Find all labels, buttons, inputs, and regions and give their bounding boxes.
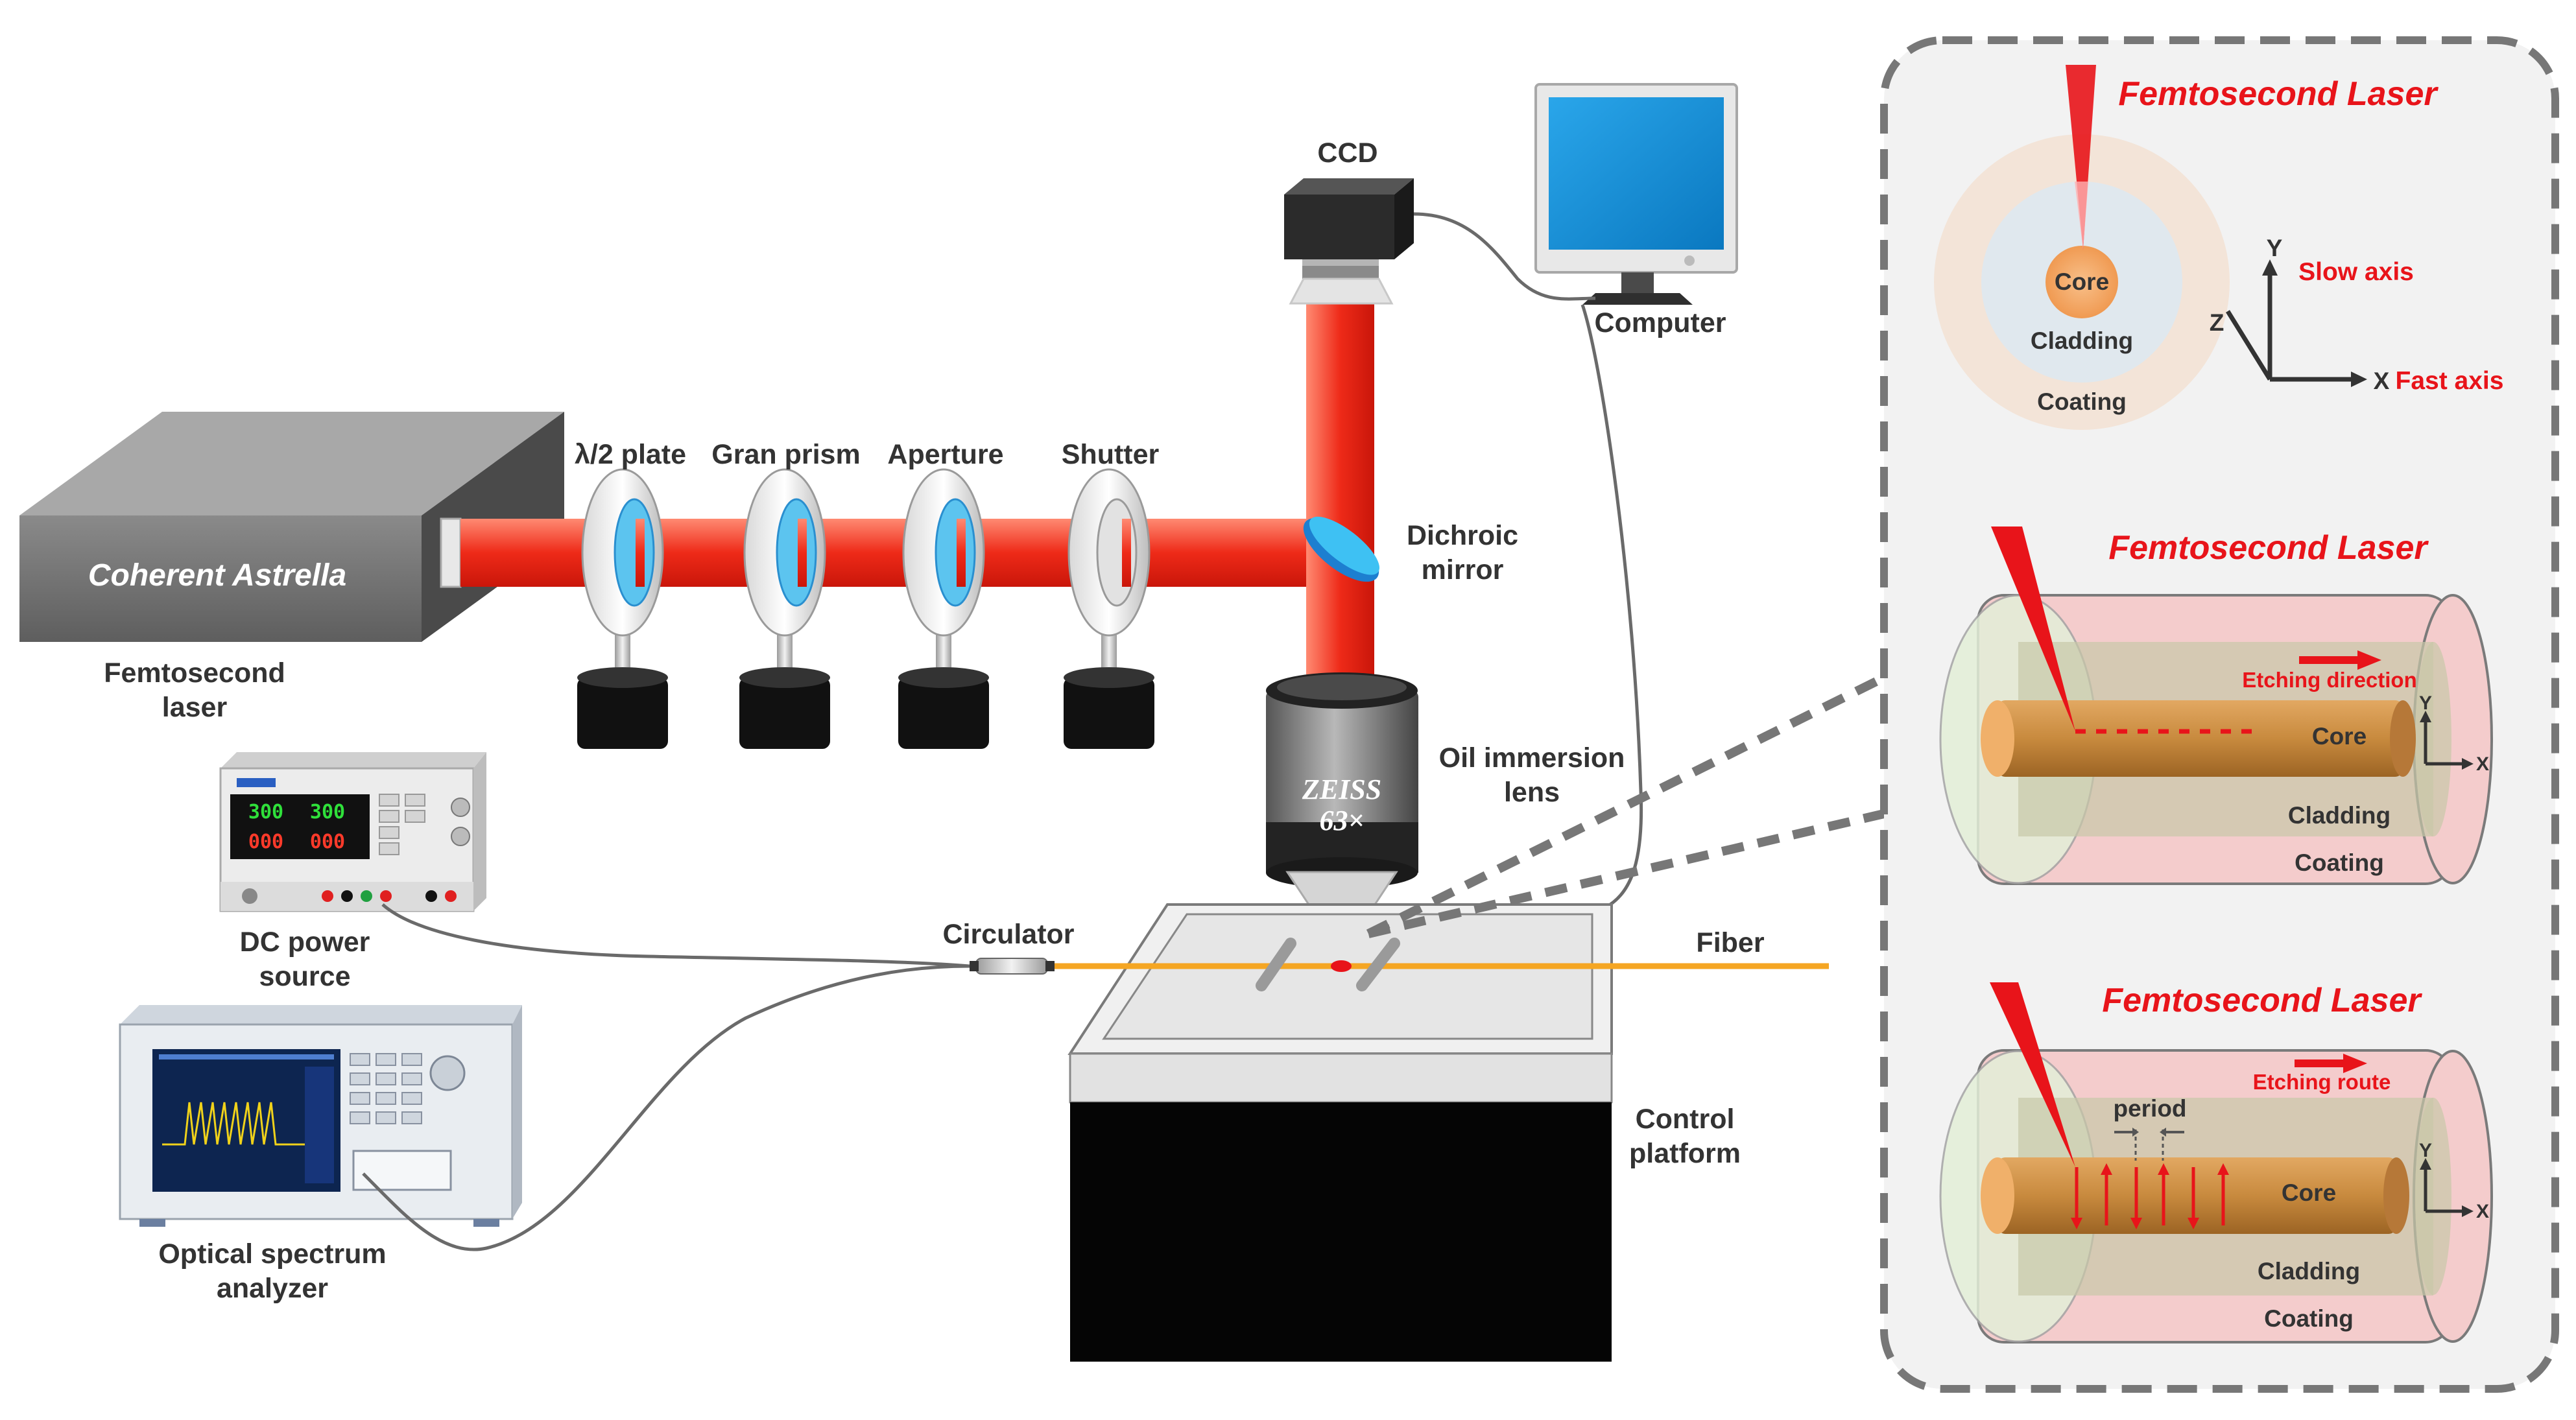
oil-immersion-lens-label-line1: Oil immersion (1439, 742, 1625, 774)
dichroic-mirror (1303, 516, 1379, 582)
periodic-etch-arrows (2071, 1163, 2229, 1229)
coherent-astrella-label: Coherent Astrella (88, 558, 346, 593)
inset-middle-axis-x: X (2476, 753, 2489, 775)
zeiss-objective-lens: ZEISS 63× (1266, 672, 1418, 906)
half-wave-plate-label: λ/2 plate (575, 439, 686, 470)
core-disk (2045, 246, 2118, 318)
dc-display-top-left: 300 (248, 801, 283, 823)
optical-spectrum-analyzer (119, 1005, 522, 1227)
etch-arrow (2158, 1163, 2169, 1225)
femtosecond-laser-label-line1: Femtosecond (104, 657, 285, 689)
vertical-laser-beam (1306, 298, 1374, 707)
femtosecond-laser-label-line2: laser (162, 692, 228, 723)
optical-spectrum-analyzer-label-line1: Optical spectrum (158, 1238, 386, 1270)
callout-dashed-line-upper (1366, 673, 1887, 938)
inset-top-core-label: Core (2055, 268, 2109, 295)
dc-power-source-label-line1: DC power (240, 927, 370, 958)
dichroic-mirror-label-line2: mirror (1422, 554, 1504, 586)
inset-middle-title: Femtosecond Laser (2108, 529, 2429, 567)
circulator-label: Circulator (942, 919, 1074, 950)
zeiss-magnification-text: 63× (1319, 805, 1364, 836)
etch-arrow (2071, 1167, 2082, 1229)
etch-arrow (2130, 1167, 2142, 1229)
core-rod (1998, 700, 2403, 777)
inset-middle-axis-y: Y (2419, 692, 2432, 714)
inset-middle-cladding-label: Cladding (2288, 802, 2391, 829)
inset-middle-core-label: Core (2312, 723, 2367, 750)
half-wave-plate (577, 468, 668, 749)
inset-bottom-core-label: Core (2282, 1179, 2336, 1206)
inset-longitudinal-fiber-line (1939, 527, 2493, 885)
computer-platform-cable (1580, 304, 1643, 910)
dc-power-source: 300 300 000 000 (219, 752, 486, 912)
dc-power-source-label-line2: source (259, 961, 350, 992)
inset-bottom-etching-label: Etching route (2253, 1070, 2391, 1094)
gran-prism (739, 468, 830, 749)
optics-row (577, 468, 1154, 749)
inset-top-coating-label: Coating (2037, 388, 2127, 415)
etch-arrow (2101, 1163, 2112, 1225)
laser-focus-spot (1331, 960, 1352, 972)
circulator (970, 958, 1055, 975)
laser-beam-cone-bottom (1990, 982, 2075, 1167)
shutter-label: Shutter (1062, 439, 1160, 470)
callout-dashed-line-lower (1367, 809, 1885, 938)
inset-cross-section (1934, 65, 2230, 430)
dc-display-top-right: 300 (310, 801, 345, 823)
control-platform-label-line1: Control (1636, 1104, 1735, 1135)
femtosecond-laser-source: Coherent Astrella (19, 412, 564, 642)
laser-beam-cone (2066, 65, 2096, 250)
inset-bottom-title: Femtosecond Laser (2102, 982, 2422, 1019)
ccd-label: CCD (1317, 137, 1377, 169)
inset-bottom-coating-label: Coating (2264, 1305, 2354, 1332)
dichroic-mirror-label-line1: Dichroic (1407, 520, 1518, 551)
computer-monitor (1534, 83, 1738, 305)
inset-top-cladding-label: Cladding (2031, 327, 2133, 354)
dc-display-bottom-left: 000 (248, 831, 283, 853)
optical-spectrum-analyzer-label-line2: analyzer (217, 1273, 328, 1304)
axis-x-label: X (2374, 368, 2390, 394)
inset-middle-etching-label: Etching direction (2242, 668, 2417, 692)
fiber-clamps (1256, 938, 1400, 991)
fast-axis-label: Fast axis (2396, 367, 2504, 395)
inset-bottom-cladding-label: Cladding (2258, 1258, 2360, 1284)
slow-axis-label: Slow axis (2298, 258, 2414, 286)
inset-bottom-axis-x: X (2476, 1201, 2489, 1222)
core-rod (1998, 1157, 2396, 1234)
dc-circulator-cable (381, 903, 970, 968)
etch-arrow (2188, 1167, 2199, 1229)
monitor-screen (1549, 97, 1724, 250)
inset-bottom-period-label: period (2113, 1095, 2186, 1122)
computer-label: Computer (1594, 307, 1726, 338)
control-platform-label-line2: platform (1629, 1138, 1741, 1169)
axis-y-label: Y (2267, 235, 2283, 261)
xyz-axes (2226, 259, 2367, 387)
inset-top-title: Femtosecond Laser (2118, 75, 2439, 113)
inset-middle-coating-label: Coating (2295, 849, 2384, 876)
dc-display-bottom-right: 000 (310, 831, 345, 853)
laser-beam-cone-middle (1991, 527, 2075, 731)
inset-bottom-axis-y: Y (2419, 1140, 2432, 1161)
aperture-label: Aperture (887, 439, 1003, 470)
aperture (898, 468, 989, 749)
axis-z-label: Z (2210, 309, 2224, 336)
inset-longitudinal-fiber-periodic (1939, 982, 2493, 1343)
control-platform (1067, 903, 1613, 1362)
shutter (1064, 468, 1154, 749)
fiber-label: Fiber (1696, 927, 1764, 958)
etch-arrow (2217, 1163, 2229, 1225)
dc-display-panel (230, 794, 370, 859)
zeiss-brand-text: ZEISS (1302, 774, 1381, 805)
gran-prism-label: Gran prism (711, 439, 860, 470)
ccd-computer-cable (1413, 212, 1596, 301)
osa-circulator-cable (362, 964, 970, 1251)
ccd-camera (1284, 178, 1414, 305)
oil-immersion-lens-label-line2: lens (1504, 777, 1560, 808)
